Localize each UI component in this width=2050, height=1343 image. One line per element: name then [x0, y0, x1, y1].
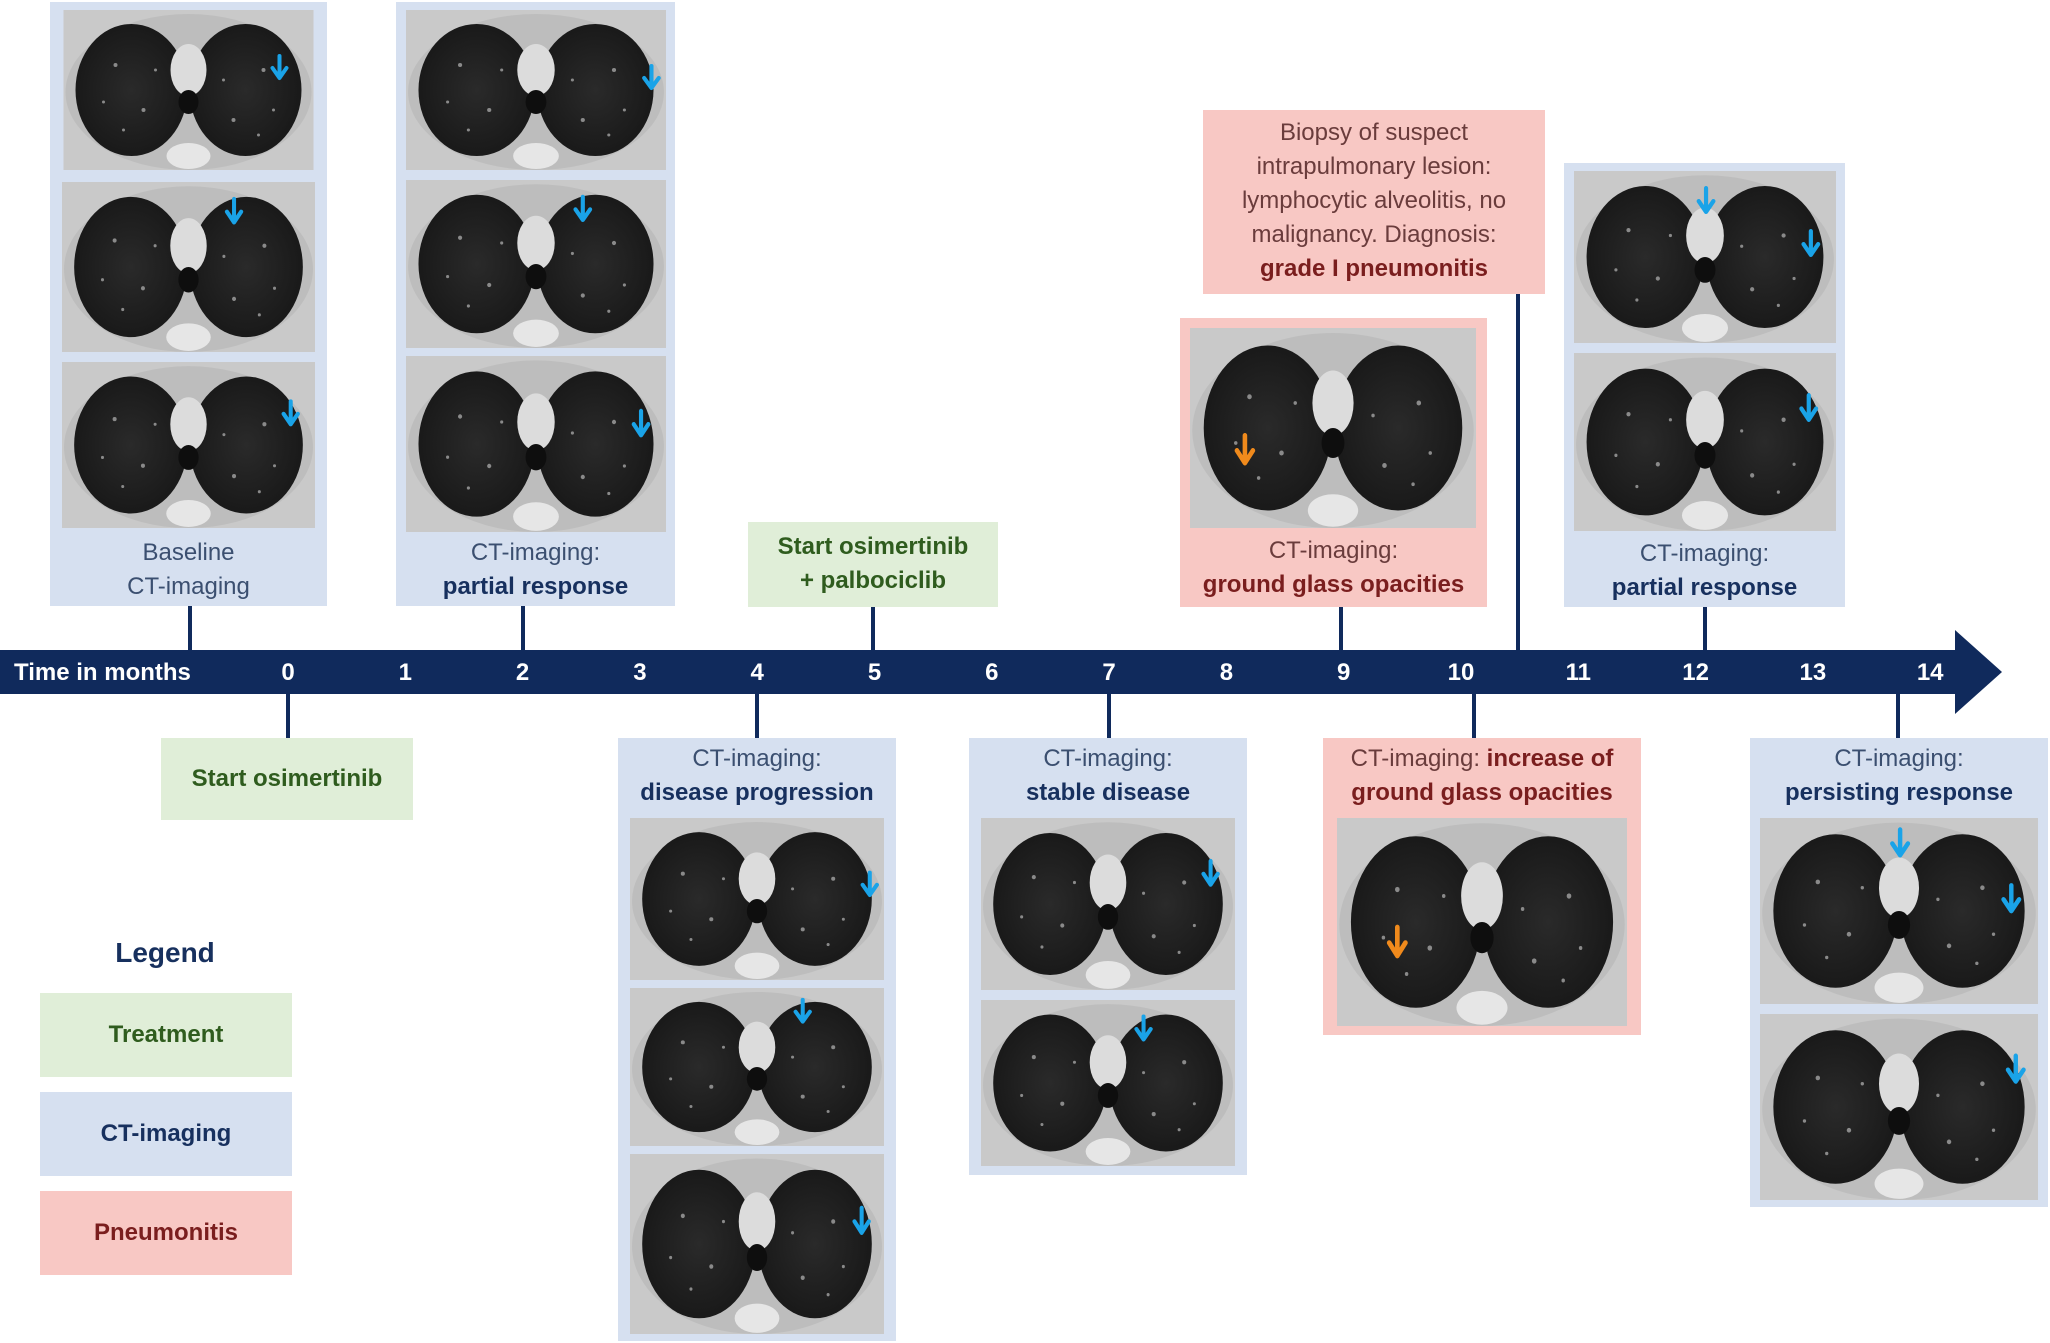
ct-scan-image: [981, 818, 1235, 990]
timeline-axis: [0, 630, 2002, 714]
tick-label-1: 1: [398, 659, 412, 686]
caption-line: + palbociclib: [799, 567, 947, 594]
ct-scan-image: [62, 362, 315, 528]
ct-scan-image: [1574, 171, 1836, 343]
event-month10-ct: CT-imaging: increase of ground glass opa…: [1323, 738, 1641, 1035]
connector-month0-bottom: [286, 694, 290, 738]
caption-line: Biopsy of suspect: [1279, 119, 1469, 146]
connector-month5: [871, 607, 875, 652]
caption-line: CT-imaging:: [1043, 745, 1173, 772]
caption-emphasis: ground glass opacities: [1351, 779, 1613, 806]
legend-title: Legend: [115, 937, 215, 968]
tick-label-0: 0: [281, 659, 295, 686]
caption-emphasis: disease progression: [640, 779, 874, 806]
event-month9-ct: CT-imaging: ground glass opacities: [1180, 318, 1487, 607]
tick-label-9: 9: [1337, 659, 1351, 686]
connector-month0-top: [188, 606, 192, 652]
ct-scan-image: [1337, 818, 1627, 1026]
event-month13-ct: CT-imaging: persisting response: [1750, 738, 2048, 1207]
ct-scan-image: [406, 10, 666, 170]
caption-line: Baseline: [142, 539, 235, 566]
event-start-osimertinib: Start osimertinib: [161, 738, 413, 820]
treatment-label: Start osimertinib + palbociclib: [748, 530, 998, 598]
ct-scan-image: [1190, 328, 1476, 528]
tick-label-14: 14: [1916, 659, 1944, 686]
ct-scan-image: [1760, 1014, 2038, 1200]
connector-month4: [755, 694, 759, 738]
tick-label-4: 4: [750, 659, 764, 686]
caption-emphasis: grade I pneumonitis: [1259, 255, 1489, 282]
caption-emphasis: partial response: [1611, 574, 1798, 601]
caption-line: malignancy. Diagnosis:: [1251, 221, 1497, 248]
ct-scan-image: [406, 356, 666, 532]
event-biopsy-diagnosis: Biopsy of suspect intrapulmonary lesion:…: [1203, 110, 1545, 294]
month10-caption: CT-imaging: increase of ground glass opa…: [1323, 742, 1641, 810]
connector-month13-5: [1896, 694, 1900, 738]
tick-label-7: 7: [1102, 659, 1116, 686]
ct-scan-image: [62, 10, 315, 170]
tick-label-12: 12: [1682, 659, 1709, 686]
tick-label-8: 8: [1219, 659, 1234, 686]
connector-month10: [1472, 694, 1476, 738]
caption-line: CT-imaging:: [1268, 537, 1399, 564]
tick-label-11: 11: [1565, 659, 1591, 686]
connector-biopsy: [1516, 294, 1520, 652]
event-month2-ct: CT-imaging: partial response: [396, 2, 675, 606]
tick-label-3: 3: [633, 659, 647, 686]
event-month4-ct: CT-imaging: disease progression: [618, 738, 896, 1341]
legend-pneumonitis: Pneumonitis: [40, 1191, 292, 1275]
ct-scan-image: [406, 180, 666, 348]
ct-scan-image: [1760, 818, 2038, 1004]
caption-line: Start osimertinib: [777, 533, 969, 560]
ct-scan-image: [1574, 353, 1836, 531]
tick-label-10: 10: [1447, 659, 1475, 686]
connector-month12: [1703, 606, 1707, 652]
caption-line: intrapulmonary lesion:: [1256, 153, 1492, 180]
caption-line: CT-imaging:: [692, 745, 822, 772]
caption-line: CT-imaging:: [470, 539, 601, 566]
event-month12-ct: CT-imaging: partial response: [1564, 163, 1845, 607]
caption-emphasis: stable disease: [1025, 779, 1191, 806]
caption-emphasis: persisting response: [1784, 779, 2014, 806]
month13-caption: CT-imaging: persisting response: [1750, 742, 2048, 810]
event-month7-ct: CT-imaging: stable disease: [969, 738, 1247, 1175]
month2-caption: CT-imaging: partial response: [396, 536, 675, 604]
caption-emphasis: increase of: [1486, 745, 1614, 772]
connector-month9: [1339, 606, 1343, 652]
caption-line: CT-imaging:: [1834, 745, 1964, 772]
ct-scan-image: [630, 988, 884, 1146]
ct-scan-image: [62, 182, 315, 352]
event-baseline-ct: Baseline CT-imaging: [50, 2, 327, 606]
connector-month2: [521, 606, 525, 652]
legend-ct-imaging: CT-imaging: [40, 1092, 292, 1176]
caption-emphasis: ground glass opacities: [1202, 571, 1465, 598]
caption-line: CT-imaging: [127, 573, 250, 600]
month7-caption: CT-imaging: stable disease: [969, 742, 1247, 810]
tick-label-6: 6: [985, 659, 999, 686]
month9-caption: CT-imaging: ground glass opacities: [1180, 534, 1487, 602]
treatment-label: Start osimertinib: [191, 765, 383, 792]
ct-scan-image: [630, 818, 884, 980]
ct-scan-image: [630, 1154, 884, 1334]
tick-label-13: 13: [1799, 659, 1827, 686]
baseline-caption: Baseline CT-imaging: [50, 536, 327, 604]
caption-line: lymphocytic alveolitis, no: [1241, 187, 1507, 214]
ct-scan-image: [981, 1000, 1235, 1166]
axis-label: Time in months: [14, 659, 191, 686]
month4-caption: CT-imaging: disease progression: [618, 742, 896, 810]
event-start-combo: Start osimertinib + palbociclib: [748, 522, 998, 607]
biopsy-caption: Biopsy of suspect intrapulmonary lesion:…: [1203, 116, 1545, 286]
month12-caption: CT-imaging: partial response: [1564, 537, 1845, 605]
connector-month7: [1107, 694, 1111, 738]
tick-label-5: 5: [867, 659, 882, 686]
legend-treatment: Treatment: [40, 993, 292, 1077]
caption-line: CT-imaging:: [1639, 540, 1770, 567]
caption-line: CT-imaging:: [1350, 745, 1487, 772]
tick-label-2: 2: [515, 659, 530, 686]
caption-emphasis: partial response: [442, 573, 629, 600]
